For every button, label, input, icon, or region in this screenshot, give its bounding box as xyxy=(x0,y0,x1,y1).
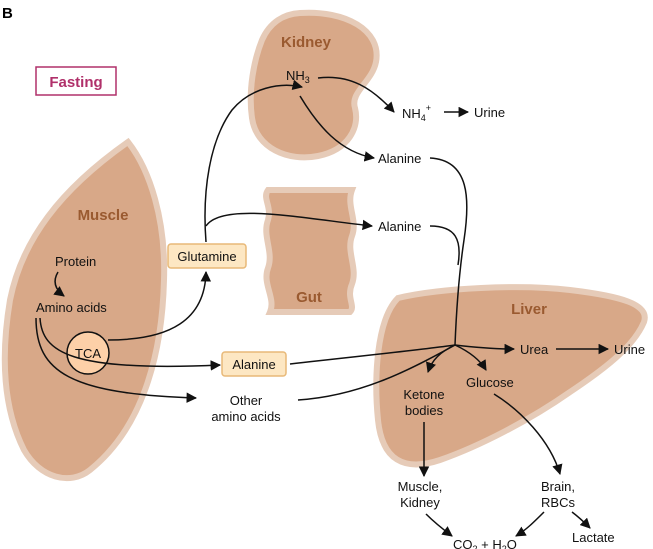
gut-title: Gut xyxy=(296,289,322,306)
tca-to-glutamine-arrow xyxy=(107,270,212,341)
tca-circle xyxy=(66,331,110,375)
liver-to-glucose-arrow xyxy=(454,344,487,371)
alanine-box xyxy=(221,351,287,377)
gut-alanine-to-liver-line xyxy=(429,225,460,266)
other-amino-to-liver-line xyxy=(297,344,456,401)
rbcs-to-lactate-arrow xyxy=(571,511,591,529)
kidney-to-alanine-arrow xyxy=(299,95,376,162)
glutamine-box xyxy=(167,243,247,269)
liver-to-ketone-arrow xyxy=(426,344,456,373)
kidney-urine-label: Urine xyxy=(474,105,505,120)
alanine-box-label: Alanine xyxy=(232,357,275,372)
nh4-label: NH4+ xyxy=(402,103,431,123)
lactate-label: Lactate xyxy=(572,530,615,545)
muscle-kidney-line2: Kidney xyxy=(400,495,440,510)
fasting-label-box xyxy=(35,66,117,96)
nh3-label: NH3 xyxy=(286,68,310,85)
protein-label: Protein xyxy=(55,254,96,269)
glutamine-label: Glutamine xyxy=(177,249,236,264)
muscle-kidney-line1: Muscle, xyxy=(398,479,443,494)
other-amino-acids-line2: amino acids xyxy=(211,409,281,424)
glutamine-to-gut-alanine-arrow xyxy=(205,212,374,231)
brain-rbcs-line1: Brain, xyxy=(541,479,575,494)
panel-label: B xyxy=(2,5,13,22)
muscle-title: Muscle xyxy=(78,207,129,224)
liver-to-urea-arrow xyxy=(454,343,516,355)
glucose-label: Glucose xyxy=(466,375,514,390)
brain-to-co2-arrow xyxy=(515,511,545,537)
alanine-to-liver-line xyxy=(289,344,456,365)
kidney-alanine-to-liver-line xyxy=(429,157,468,346)
glutamine-to-nh3-arrow xyxy=(204,79,304,243)
co2-h2o-label: CO2 + H2O xyxy=(453,537,517,549)
urea-label: Urea xyxy=(520,342,549,357)
protein-to-amino-arrow xyxy=(53,271,65,297)
gut-alanine-label: Alanine xyxy=(378,219,421,234)
ketone-label-line1: Ketone xyxy=(403,387,444,402)
kidney-shape xyxy=(247,9,380,161)
ketone-label-line2: bodies xyxy=(405,403,444,418)
brain-rbcs-line2: RBCs xyxy=(541,495,575,510)
liver-title: Liver xyxy=(511,301,547,318)
kidney-title: Kidney xyxy=(281,34,332,51)
muscle-kidney-to-co2-arrow xyxy=(425,513,453,537)
other-amino-acids-line1: Other xyxy=(230,393,263,408)
amino-to-alanine-arrow xyxy=(39,317,222,371)
amino-acids-label: Amino acids xyxy=(36,300,107,315)
glucose-to-brain-arrow xyxy=(493,393,563,476)
kidney-alanine-label: Alanine xyxy=(378,151,421,166)
amino-to-other-arrow xyxy=(35,317,198,403)
nh3-to-nh4-arrow xyxy=(317,76,395,113)
liver-urine-label: Urine xyxy=(614,342,645,357)
muscle-shape xyxy=(1,137,168,482)
liver-shape xyxy=(373,284,648,468)
fasting-label: Fasting xyxy=(49,74,102,91)
tca-label: TCA xyxy=(75,346,101,361)
